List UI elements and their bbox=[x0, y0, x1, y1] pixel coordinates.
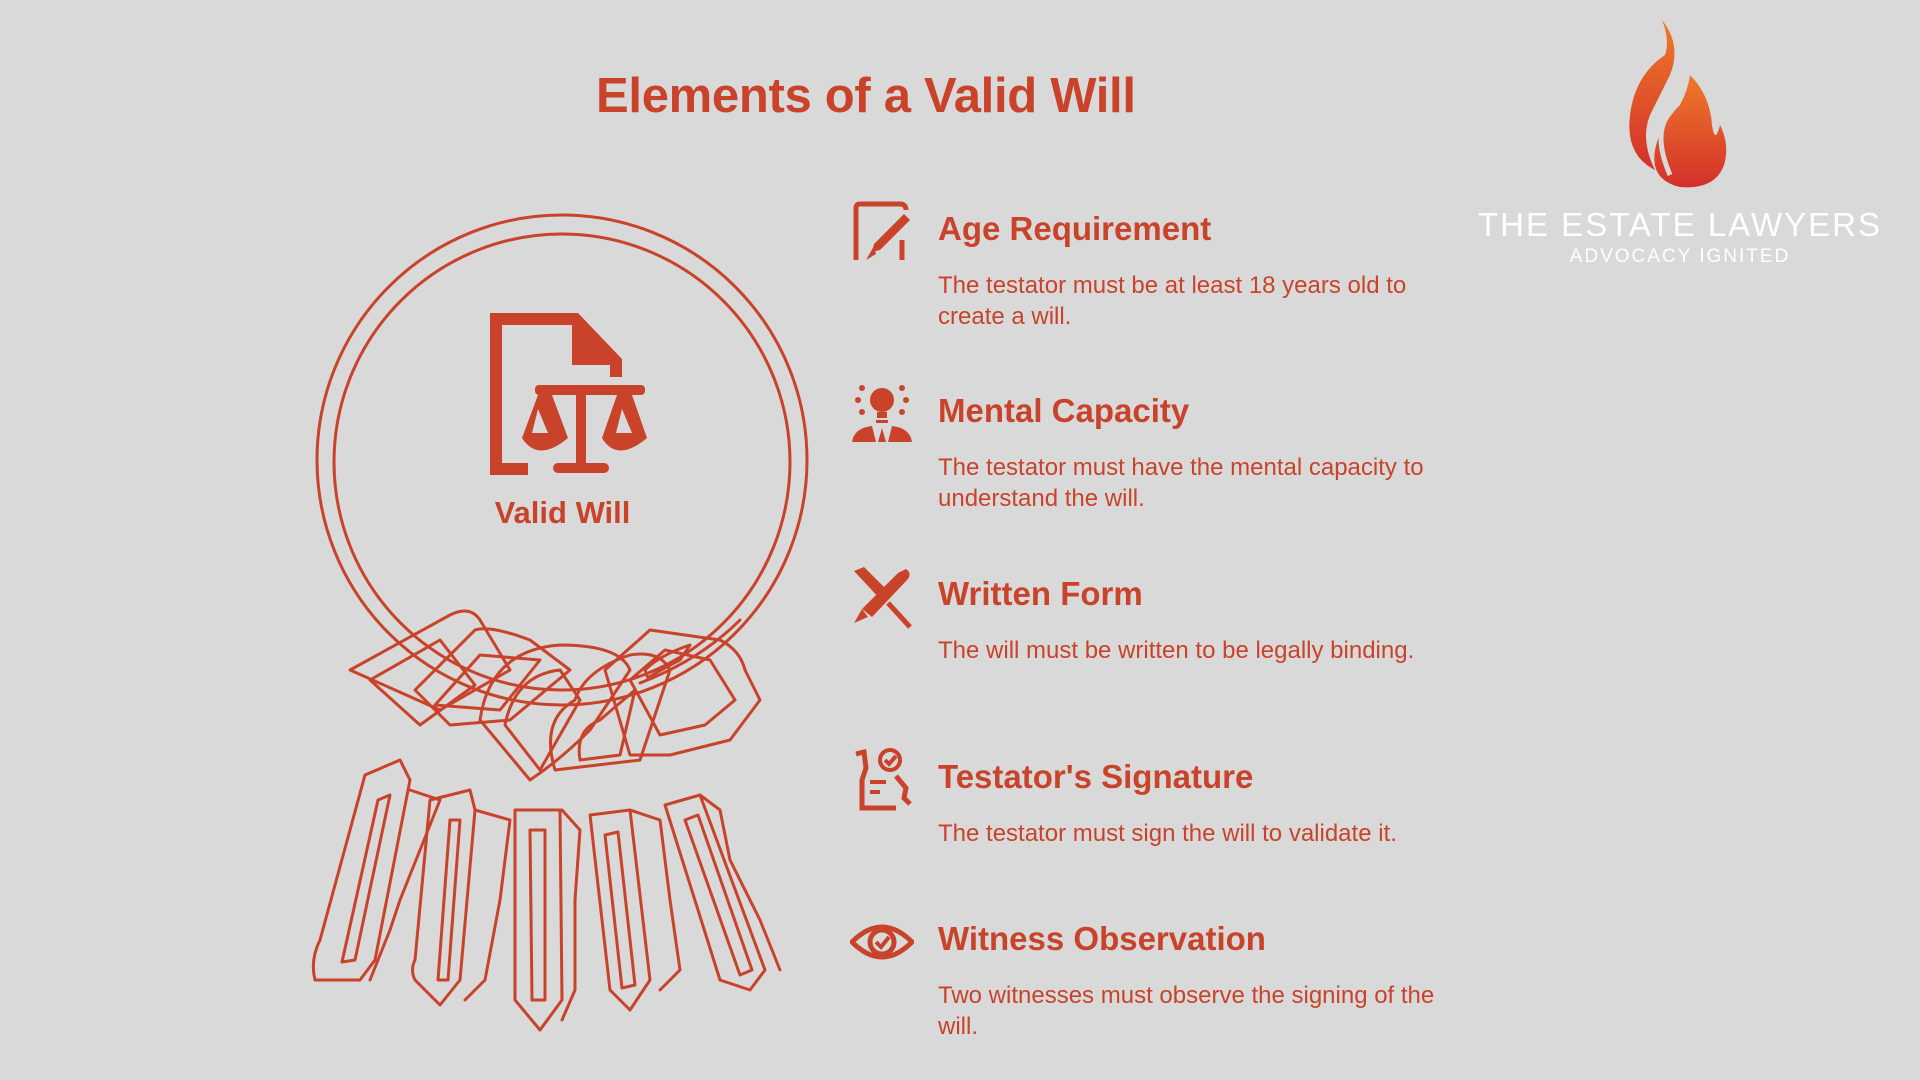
element-description: Two witnesses must observe the signing o… bbox=[938, 982, 1435, 1040]
element-description: The testator must be at least 18 years o… bbox=[938, 272, 1407, 330]
edit-document-pen-icon bbox=[853, 201, 910, 260]
lightbulb-person-icon bbox=[852, 385, 912, 442]
center-label: Valid Will bbox=[494, 495, 631, 530]
signed-document-check-icon bbox=[855, 748, 912, 811]
crossed-pens-icon bbox=[854, 567, 912, 629]
element-description: The will must be written to be legally b… bbox=[938, 637, 1415, 664]
element-heading: Written Form bbox=[938, 575, 1143, 612]
brand-logo: THE ESTATE LAWYERS ADVOCACY IGNITED bbox=[1460, 10, 1900, 270]
element-description: The testator must sign the will to valid… bbox=[938, 820, 1397, 847]
element-heading: Witness Observation bbox=[938, 920, 1266, 957]
brand-name: THE ESTATE LAWYERS bbox=[1478, 206, 1882, 243]
page-title: Elements of a Valid Will bbox=[596, 69, 1136, 123]
brand-tagline: ADVOCACY IGNITED bbox=[1569, 246, 1791, 267]
eye-check-icon bbox=[850, 924, 914, 960]
element-heading: Testator's Signature bbox=[938, 758, 1254, 795]
document-scales-icon bbox=[490, 313, 647, 475]
keyring-illustration bbox=[311, 213, 809, 1032]
element-heading: Mental Capacity bbox=[938, 392, 1190, 429]
element-heading: Age Requirement bbox=[938, 210, 1212, 247]
flame-icon bbox=[1629, 20, 1727, 188]
element-description: The testator must have the mental capaci… bbox=[938, 454, 1424, 512]
